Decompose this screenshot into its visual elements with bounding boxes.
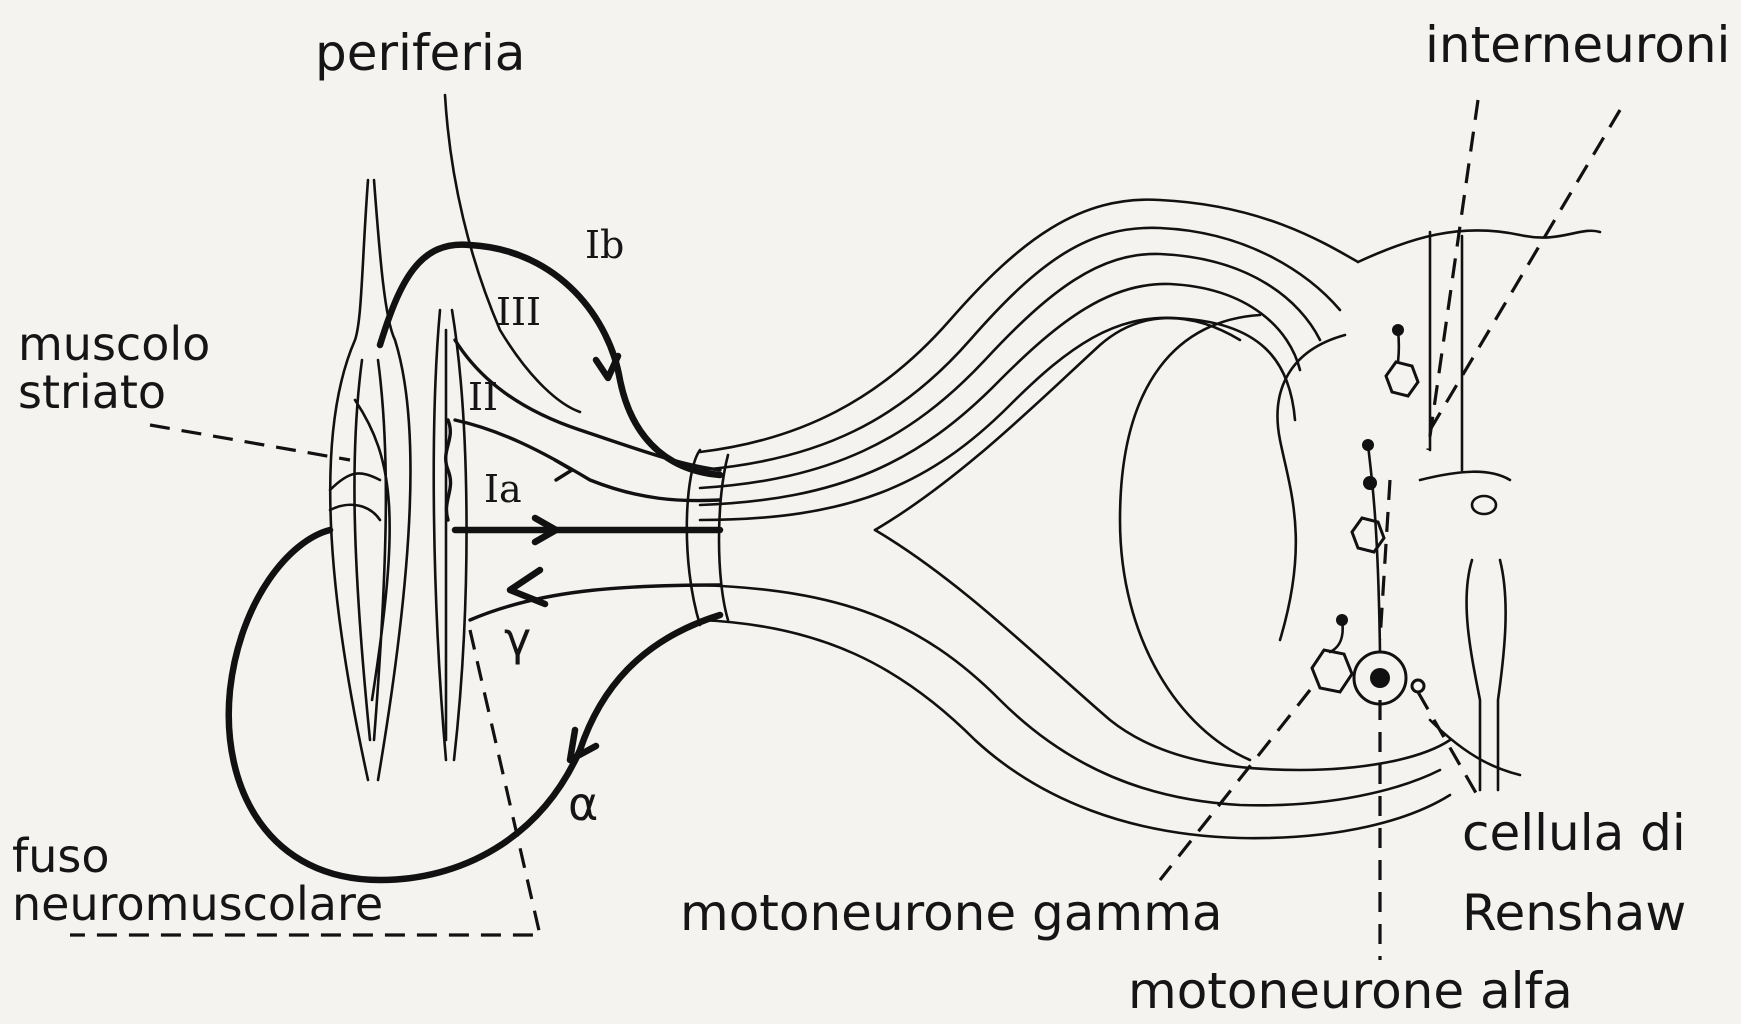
synapse-dot-3: [1363, 476, 1377, 490]
label-fuso-2: neuromuscolare: [12, 877, 383, 931]
root-junction-inner: [719, 455, 728, 620]
neurons: [1312, 324, 1424, 704]
central-region-top: [1420, 472, 1510, 480]
label-muscolo-2: striato: [18, 365, 166, 419]
dorsal-root-sheath-inner: [875, 318, 1240, 530]
pointer-interneuroni-3: [1380, 480, 1390, 640]
pointer-lines: [70, 100, 1620, 960]
interneuron-cell-2: [1352, 518, 1384, 552]
label-muscolo-1: muscolo: [18, 317, 210, 371]
label-fiber-alpha: α: [568, 777, 598, 831]
afferent-efferent-fibers: [229, 95, 720, 880]
cord-ventral-edge: [1430, 720, 1520, 775]
ganglion-boundary: [1120, 315, 1260, 760]
labels: periferia interneuroni muscolo striato f…: [12, 16, 1730, 1020]
renshaw-cell: [1412, 680, 1424, 692]
motoneuron-alpha-nucleus: [1370, 668, 1390, 688]
ventral-root-sheath-inner: [875, 530, 1450, 770]
arrow-Ib: [596, 356, 618, 378]
spinal-cord: [1358, 230, 1600, 790]
label-renshaw-2: Renshaw: [1462, 884, 1686, 942]
arrow-gamma: [510, 570, 545, 604]
label-interneuroni: interneuroni: [1425, 16, 1730, 74]
muscle-left-edge: [330, 180, 368, 780]
label-fiber-Ib: Ib: [585, 223, 624, 267]
label-motoneurone-alfa: motoneurone alfa: [1128, 962, 1573, 1020]
label-fiber-Ia: Ia: [484, 467, 522, 511]
pointer-motoneurone-gamma: [1160, 690, 1310, 880]
label-fiber-III: III: [496, 290, 541, 334]
label-periferia: periferia: [315, 24, 525, 82]
label-fuso-1: fuso: [12, 829, 109, 883]
striated-muscle: [330, 180, 467, 780]
pointer-renshaw: [1418, 692, 1480, 800]
dorsal-root-sheath-outer: [700, 200, 1358, 452]
interneuron-cell-1: [1386, 362, 1418, 396]
motoneuron-gamma-cell: [1312, 650, 1352, 692]
ventral-root-fiber-1: [700, 585, 1440, 805]
pointer-interneuroni-1: [1428, 100, 1478, 450]
nerve-roots: [687, 200, 1450, 839]
pointer-interneuroni-2: [1430, 110, 1620, 430]
label-motoneurone-gamma: motoneurone gamma: [680, 884, 1222, 942]
label-fiber-II: II: [468, 375, 498, 419]
dorsal-root-fiber-1: [700, 228, 1340, 470]
cord-dorsal-edge: [1358, 230, 1600, 262]
spindle-left-edge: [434, 310, 446, 760]
label-renshaw-1: cellula di: [1462, 804, 1686, 862]
dorsal-root-fiber-3: [700, 284, 1300, 505]
fiber-alpha: [229, 530, 720, 880]
pointer-muscolo: [150, 425, 350, 460]
label-fiber-gamma: γ: [504, 612, 531, 666]
root-junction-cylinder: [687, 450, 700, 625]
central-canal: [1472, 496, 1496, 514]
spindle-right-edge: [452, 310, 467, 760]
fiber-Ib: [380, 245, 720, 475]
muscle-striations: [354, 360, 389, 740]
